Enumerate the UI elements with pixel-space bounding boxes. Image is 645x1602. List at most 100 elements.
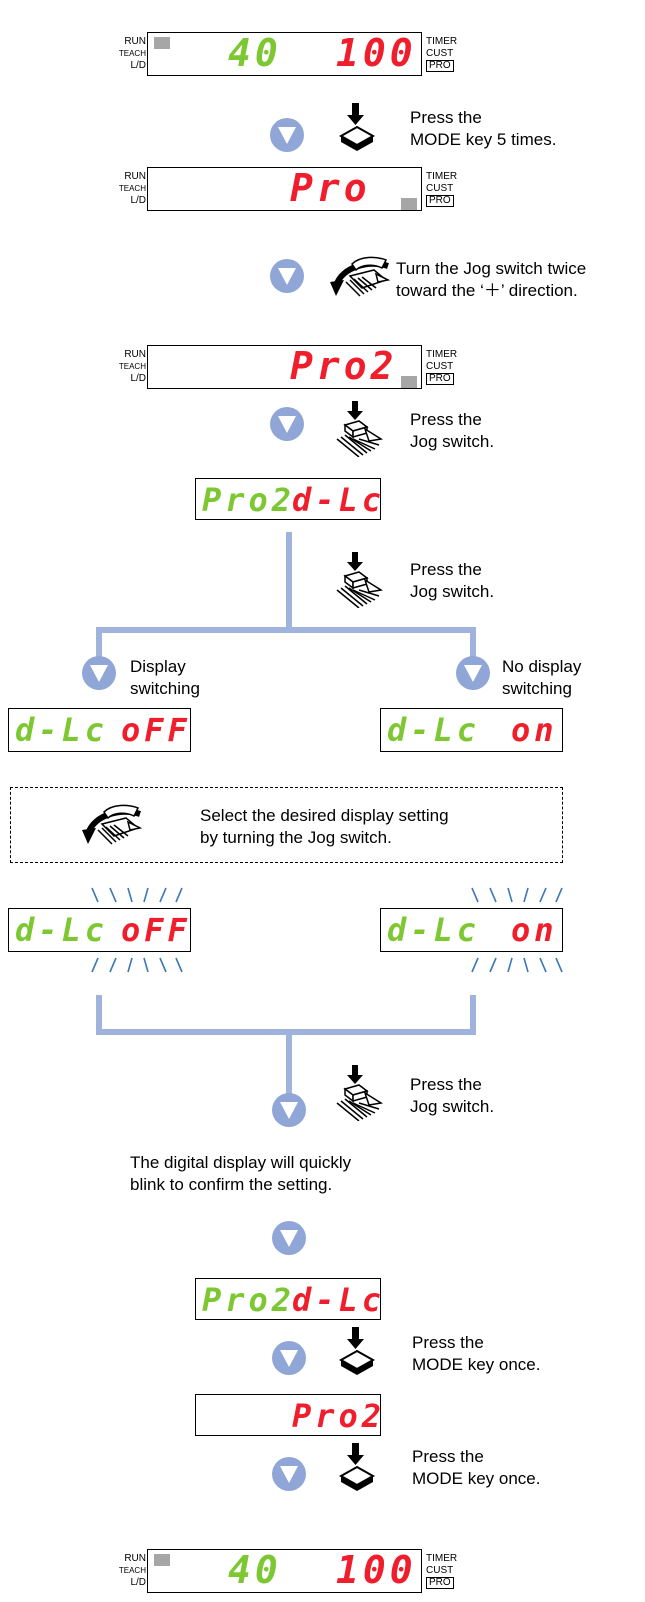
indicator-labels-left: RUN TEACH L/D	[110, 349, 146, 385]
display-green-value: 40	[228, 31, 282, 75]
flow-line	[470, 627, 476, 657]
indicator-cust: CUST	[426, 361, 454, 372]
indicator-square	[154, 1554, 170, 1566]
indicator-ld: L/D	[130, 195, 146, 206]
display-red-value: on	[511, 911, 558, 949]
display-red-value: Pro2	[290, 344, 398, 388]
jog-switch-turn-icon	[82, 800, 148, 846]
display-panel-pro: Pro	[147, 166, 422, 211]
jog-switch-turn-icon	[330, 252, 396, 298]
flow-line	[470, 995, 476, 1035]
indicator-timer: TIMER	[426, 349, 458, 360]
mode-key-press-icon	[337, 103, 377, 153]
display-panel-initial: 40 100	[147, 31, 422, 76]
select-setting-box	[10, 787, 563, 863]
display-green-value: d-Lc	[15, 711, 109, 749]
indicator-cust: CUST	[426, 48, 454, 59]
indicator-labels-left: RUN TEACH L/D	[110, 1553, 146, 1589]
indicator-labels-right: TIMER CUST PRO	[426, 36, 457, 72]
step-mode-5-times: Press the MODE key 5 times.	[410, 108, 557, 149]
step-press-jog: Press the Jog switch.	[410, 1075, 495, 1116]
display-panel-pro2-small: Pro2	[195, 1394, 381, 1436]
indicator-teach: TEACH	[118, 1566, 146, 1575]
indicator-pro: PRO	[426, 60, 454, 72]
down-arrow-circle-icon	[81, 655, 117, 691]
display-green-value: Pro2	[202, 1281, 296, 1319]
indicator-cust: CUST	[426, 1565, 454, 1576]
display-red-value: Pro	[290, 166, 371, 210]
step-select-setting: Select the desired display setting by tu…	[200, 806, 449, 847]
display-panel-pro2-dlc: Pro2 d-Lc	[195, 1278, 381, 1320]
display-panel-pro2: Pro2	[147, 344, 422, 389]
flow-merge-line	[96, 1029, 476, 1035]
flow-line	[286, 1035, 292, 1097]
display-panel-pro2-dlc: Pro2 d-Lc	[195, 478, 381, 520]
step-press-jog: Press the Jog switch.	[410, 410, 495, 451]
display-green-value: Pro2	[202, 481, 296, 519]
blink-rays-icon	[86, 956, 186, 976]
indicator-ld: L/D	[130, 373, 146, 384]
step-mode-once: Press the MODE key once.	[412, 1333, 541, 1374]
indicator-ld: L/D	[130, 1577, 146, 1588]
down-arrow-circle-icon	[269, 406, 305, 442]
indicator-labels-right: TIMER CUST PRO	[426, 1553, 457, 1589]
indicator-ld: L/D	[130, 60, 146, 71]
indicator-run: RUN	[124, 171, 146, 182]
indicator-pro: PRO	[426, 1577, 454, 1589]
display-red-value: d-Lc	[292, 1281, 386, 1319]
display-green-value: d-Lc	[387, 711, 481, 749]
blink-rays-icon	[466, 886, 566, 906]
display-red-value: Pro2	[292, 1397, 386, 1435]
display-green-value: d-Lc	[15, 911, 109, 949]
down-arrow-circle-icon	[269, 258, 305, 294]
mode-key-press-icon	[337, 1327, 377, 1377]
indicator-timer: TIMER	[426, 36, 458, 47]
mode-key-press-icon	[337, 1443, 377, 1493]
indicator-timer: TIMER	[426, 171, 458, 182]
down-arrow-circle-icon	[271, 1456, 307, 1492]
display-green-value: d-Lc	[387, 911, 481, 949]
display-red-value: on	[511, 711, 558, 749]
down-arrow-circle-icon	[455, 655, 491, 691]
flow-line	[96, 627, 102, 657]
display-panel-dlc-off: d-Lc oFF	[8, 708, 191, 752]
branch-no-display-switching: No display switching	[502, 657, 582, 698]
down-arrow-circle-icon	[271, 1092, 307, 1128]
display-red-value: 100	[336, 31, 417, 75]
display-panel-dlc-on: d-Lc on	[380, 708, 563, 752]
indicator-teach: TEACH	[118, 184, 146, 193]
indicator-labels-right: TIMER CUST PRO	[426, 171, 457, 207]
indicator-labels-left: RUN TEACH L/D	[110, 36, 146, 72]
step-mode-once: Press the MODE key once.	[412, 1447, 541, 1488]
indicator-teach: TEACH	[118, 49, 146, 58]
down-arrow-circle-icon	[271, 1340, 307, 1376]
branch-display-switching: Display switching	[130, 657, 200, 698]
indicator-labels-left: RUN TEACH L/D	[110, 171, 146, 207]
display-panel-dlc-off-blink: d-Lc oFF	[8, 908, 191, 952]
display-panel-final: 40 100	[147, 1548, 422, 1593]
display-panel-dlc-on-blink: d-Lc on	[380, 908, 563, 952]
indicator-square	[154, 37, 170, 49]
flow-line	[286, 532, 292, 632]
blink-confirm-note: The digital display will quickly blink t…	[130, 1153, 352, 1194]
flow-branch-line	[96, 627, 476, 633]
display-red-value: d-Lc	[292, 481, 386, 519]
step-jog-twice: Turn the Jog switch twice toward the ‘＋’…	[396, 259, 587, 300]
indicator-labels-right: TIMER CUST PRO	[426, 349, 457, 385]
blink-rays-icon	[86, 886, 186, 906]
indicator-run: RUN	[124, 36, 146, 47]
down-arrow-circle-icon	[271, 1220, 307, 1256]
indicator-teach: TEACH	[118, 362, 146, 371]
display-red-value: oFF	[121, 911, 191, 949]
indicator-cust: CUST	[426, 183, 454, 194]
blink-rays-icon	[466, 956, 566, 976]
jog-switch-press-icon	[333, 1065, 383, 1121]
display-red-value: 100	[336, 1548, 417, 1592]
step-press-jog: Press the Jog switch.	[410, 560, 495, 601]
display-green-value: 40	[228, 1548, 282, 1592]
flow-line	[96, 995, 102, 1035]
indicator-run: RUN	[124, 1553, 146, 1564]
indicator-timer: TIMER	[426, 1553, 458, 1564]
jog-switch-press-icon	[333, 552, 383, 608]
indicator-run: RUN	[124, 349, 146, 360]
